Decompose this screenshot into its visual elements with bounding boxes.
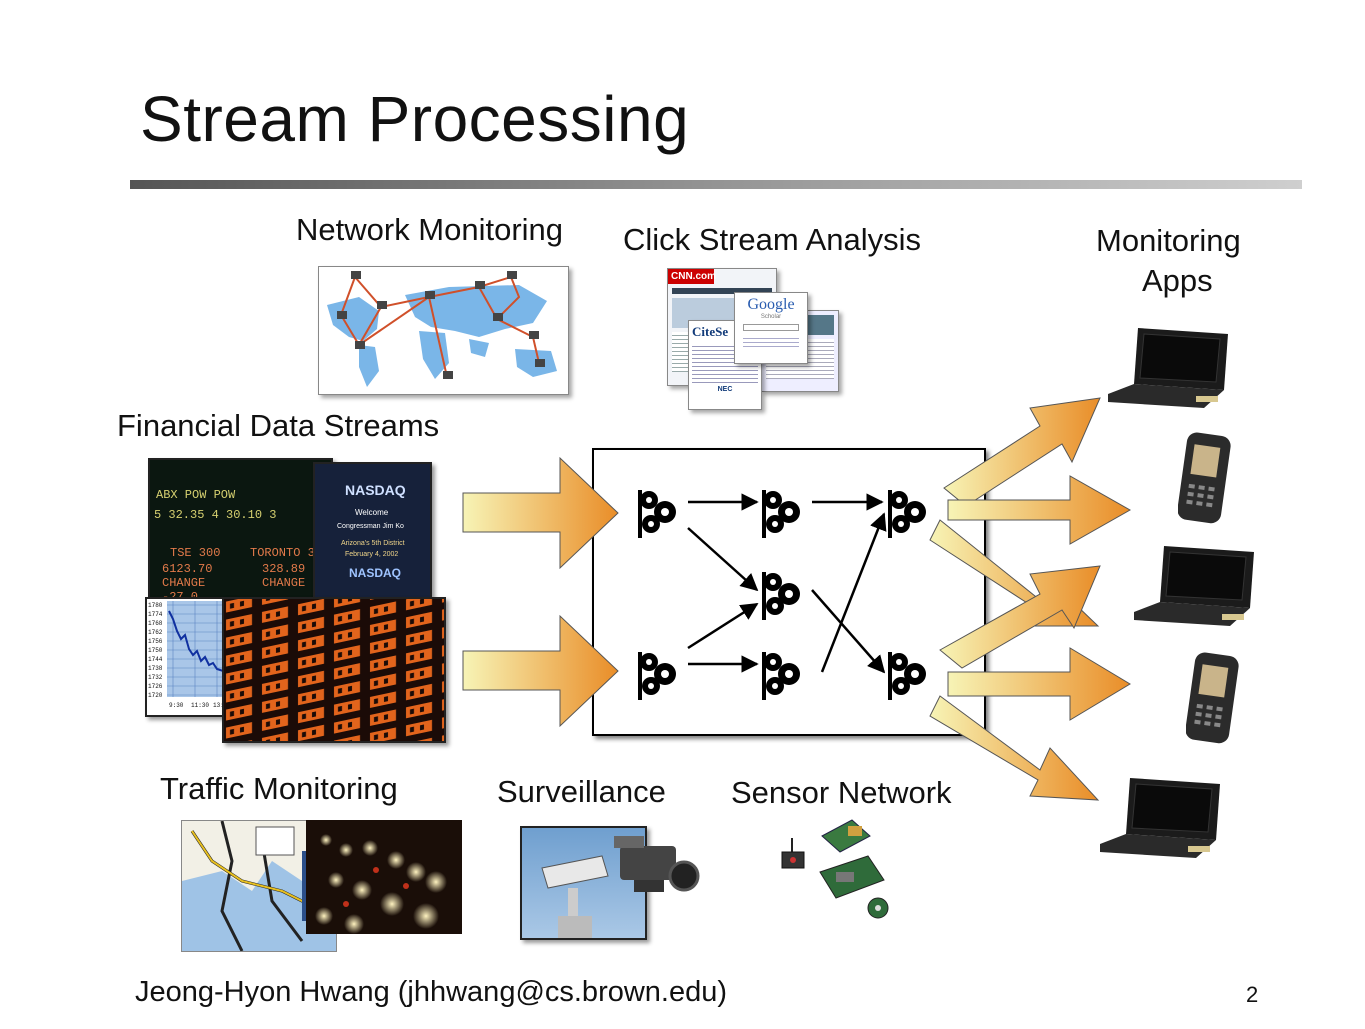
output-arrow-4 [939,565,1101,669]
output-arrow-6 [929,695,1100,801]
citeseer-logo: CiteSe [692,324,729,339]
ticker-row4a: 6123.70 [162,562,212,576]
stock-y-tick: 1768 [148,620,163,627]
stock-y-tick: 1738 [148,665,163,672]
ticker-row1: ABX POW POW [156,488,236,502]
led-ticker-image [222,597,446,743]
operator-3 [888,490,926,538]
stock-y-tick: 1720 [148,692,163,699]
nasdaq-sign-image: NASDAQ Welcome Congressman Jim Ko Arizon… [313,462,432,606]
phone-2 [1185,652,1240,744]
slide-title: Stream Processing [140,83,690,155]
sensor-network-label: Sensor Network [731,775,952,810]
google-scholar-page: Google Scholar [734,292,808,364]
nec-logo: NEC [717,386,733,393]
ticker-row5a: CHANGE [162,576,205,590]
nasdaq-line3: Arizona's 5th District [341,540,405,547]
stock-y-tick: 1762 [148,629,163,636]
operator-6 [762,652,800,700]
operator-1 [638,490,676,538]
monitoring-apps-label-line1: Monitoring [1096,223,1241,258]
ticker-row2: 5 32.35 4 30.10 3 [154,508,276,522]
input-arrow-bottom [462,614,619,728]
nasdaq-sign2: NASDAQ [349,566,402,580]
operator-5 [638,652,676,700]
network-map-image [318,266,569,395]
stock-x-tick: 9:30 [169,702,184,709]
title-rule [130,180,1302,189]
ticker-row4b: 328.89 [262,562,305,576]
output-arrow-1 [943,397,1101,507]
ticker-row3a: TSE 300 [170,546,220,560]
laptop-3 [1100,774,1224,860]
stock-x-tick: 11:30 [191,702,209,709]
ticker-row3b: TORONTO 3 [250,546,315,560]
click-stream-label: Click Stream Analysis [623,222,922,257]
nasdaq-line4: February 4, 2002 [345,551,399,558]
page-number: 2 [1246,982,1259,1007]
google-logo: Google [747,296,795,313]
operator-4 [762,572,800,620]
ticker-board-image: ABX POW POW 5 32.35 4 30.10 3 TSE 300 TO… [148,458,333,608]
output-arrow-2 [947,475,1132,545]
operator-7 [888,652,926,700]
stock-y-tick: 1774 [148,611,163,618]
stock-y-tick: 1756 [148,638,163,645]
ticker-row5b: CHANGE [262,576,305,590]
financial-label: Financial Data Streams [117,408,440,443]
output-arrow-5 [947,647,1131,721]
stock-y-tick: 1732 [148,674,163,681]
traffic-label: Traffic Monitoring [160,771,398,806]
traffic-night-image [306,820,462,934]
stock-y-tick: 1780 [148,602,163,609]
laptop-2 [1134,542,1258,628]
stock-y-tick: 1744 [148,656,163,663]
scholar-text: Scholar [760,314,782,320]
output-arrow-3 [929,519,1100,627]
network-monitoring-label: Network Monitoring [296,212,564,247]
engine-box [592,448,986,736]
laptop-1 [1108,324,1232,410]
sensor-network-image [776,816,898,920]
click-stream-image: CNN.com CiteSe NEC Google Scholar [667,268,839,410]
nasdaq-sign-text: NASDAQ [345,482,406,498]
monitoring-apps-label-line2: Apps [1142,263,1213,298]
footer-author: Jeong-Hyon Hwang (jhhwang@cs.brown.edu) [135,976,728,1008]
surveillance-label: Surveillance [497,774,666,809]
stock-y-tick: 1750 [148,647,163,654]
video-camera-image [614,832,704,902]
cnn-logo: CNN.com [668,269,716,284]
stock-y-tick: 1726 [148,683,163,690]
phone-1 [1177,432,1232,524]
nasdaq-line1: Welcome [355,508,389,517]
operator-2 [762,490,800,538]
nasdaq-line2: Congressman Jim Ko [337,523,404,530]
stock-chart-image: 1780 1774 1768 1762 1756 1750 1744 1738 1732 1726… [145,597,235,717]
input-arrow-top [462,456,619,570]
